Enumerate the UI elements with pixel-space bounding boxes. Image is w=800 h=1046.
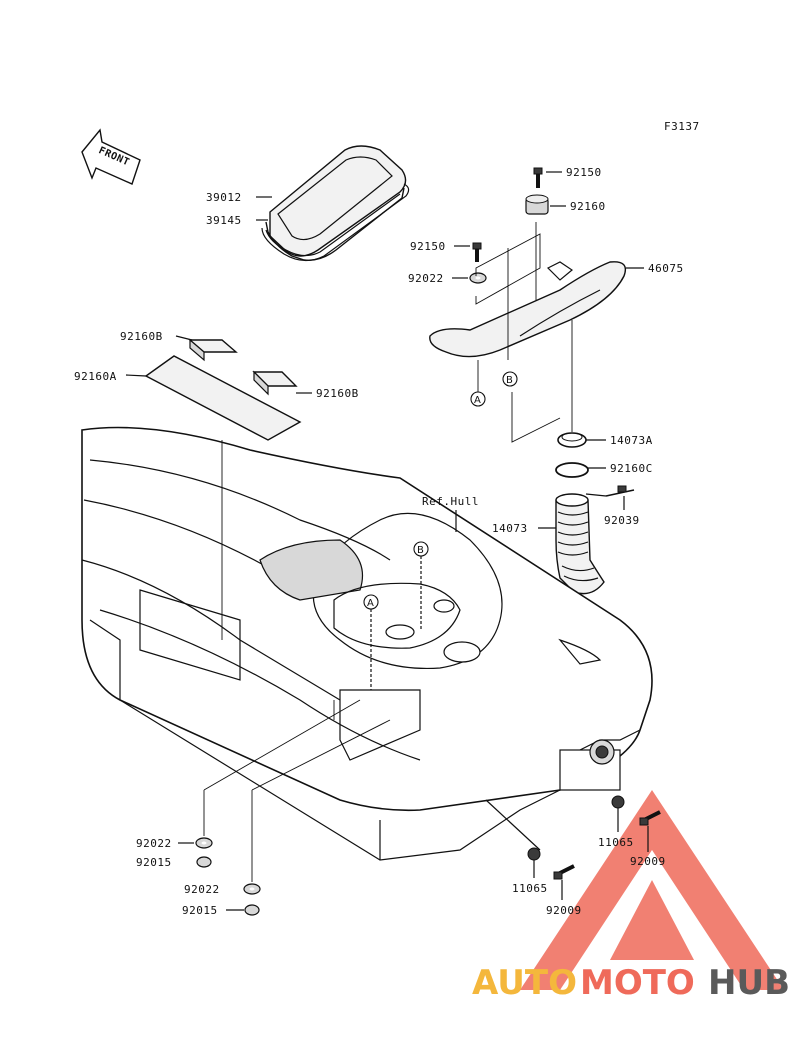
svg-text:B: B — [506, 375, 513, 386]
ring-92160c-part — [555, 462, 589, 478]
label-92150-mid: 92150 — [410, 240, 446, 253]
label-14073: 14073 — [492, 522, 528, 535]
label-14073a: 14073A — [610, 434, 653, 447]
front-arrow-icon: FRONT — [81, 128, 141, 185]
bolt-92009-right-part — [639, 810, 661, 826]
hull-body — [81, 426, 653, 861]
clip-92039-part — [605, 485, 635, 497]
pad-92160a-part — [144, 355, 302, 441]
callout-b-upper: B — [502, 371, 518, 387]
label-92022-mid: 92022 — [408, 272, 444, 285]
svg-text:MOTO: MOTO — [580, 963, 695, 1003]
label-92039: 92039 — [604, 514, 640, 527]
pad-92160b-right-part — [252, 370, 298, 396]
nut-92015-left2-part — [244, 904, 260, 916]
svg-text:A: A — [474, 395, 481, 406]
nut-92015-left1-part — [196, 856, 212, 868]
svg-text:AUTO: AUTO — [472, 963, 577, 1003]
handle-46075-part — [429, 261, 627, 358]
label-92015-left2: 92015 — [182, 904, 218, 917]
bolt-92150-mid-part — [472, 242, 482, 262]
label-92150-top: 92150 — [566, 166, 602, 179]
label-92015-left1: 92015 — [136, 856, 172, 869]
label-39012: 39012 — [206, 191, 242, 204]
label-92022-left2: 92022 — [184, 883, 220, 896]
label-92009-low: 92009 — [546, 904, 582, 917]
washer-92022-mid-part — [469, 272, 487, 284]
ref-hull-label: Ref.Hull — [422, 495, 479, 508]
bolt-92009-low-part — [553, 864, 575, 880]
ring-14073a-part — [557, 432, 587, 448]
label-92009-right: 92009 — [630, 855, 666, 868]
collar-92160-part — [525, 194, 549, 215]
filter-element-part — [265, 145, 407, 261]
figure-code: F3137 — [664, 120, 700, 133]
nut-11065-low-part — [527, 847, 541, 861]
label-92160-top: 92160 — [570, 200, 606, 213]
nut-11065-right-part — [611, 795, 625, 809]
label-92160b-top: 92160B — [120, 330, 163, 343]
svg-text:HUB: HUB — [708, 963, 790, 1003]
callout-a-upper: A — [470, 391, 486, 407]
label-39145: 39145 — [206, 214, 242, 227]
svg-text:B: B — [417, 545, 424, 556]
label-92160b-right: 92160B — [316, 387, 359, 400]
label-92160a: 92160A — [74, 370, 117, 383]
pad-92160b-top-part — [188, 338, 238, 362]
bolt-92150-top-part — [533, 167, 543, 188]
watermark-logo-icon — [520, 790, 784, 990]
label-92160c: 92160C — [610, 462, 653, 475]
label-92022-left1: 92022 — [136, 837, 172, 850]
label-46075: 46075 — [648, 262, 684, 275]
callout-b-hull: B — [413, 541, 429, 557]
filter-gasket-part — [261, 183, 410, 262]
washer-92022-left2-part — [243, 883, 261, 895]
watermark-text: AUTO MOTO HUB — [472, 963, 790, 1003]
callout-a-hull: A — [363, 594, 379, 610]
washer-92022-left1-part — [195, 837, 213, 849]
label-11065-low: 11065 — [512, 882, 548, 895]
duct-14073-part — [555, 493, 605, 595]
svg-text:A: A — [367, 598, 374, 609]
label-11065-right: 11065 — [598, 836, 634, 849]
